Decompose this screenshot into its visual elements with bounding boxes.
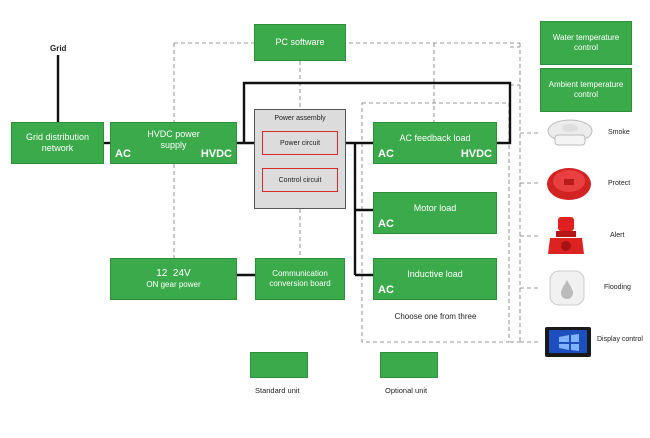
control-circuit-box: Control circuit (262, 168, 338, 192)
comm-board-box: Communication conversion board (255, 258, 345, 300)
pc-software-box: PC software (254, 24, 346, 61)
power-assembly-title: Power assembly (274, 115, 326, 122)
ac-feedback-title: AC feedback load (399, 133, 471, 143)
comm-board-label: Communication conversion board (269, 269, 331, 288)
hvdc-supply-title: HVDC power supply (147, 129, 200, 150)
power-circuit-box: Power circuit (262, 131, 338, 155)
pc-software-label: PC software (275, 37, 325, 48)
inductive-load-box: Inductive load AC (373, 258, 497, 300)
ambient-temp-box: Ambient temperature control (540, 68, 632, 112)
motor-load-box: Motor load AC (373, 192, 497, 234)
protect-label: Protect (608, 180, 631, 187)
gear-power-box: 12 24V ON gear power (110, 258, 237, 300)
gear-power-line2: ON gear power (146, 280, 201, 290)
ac-feedback-load-box: AC feedback load AC HVDC (373, 122, 497, 164)
legend-optional-label: Optional unit (385, 386, 428, 395)
display-panel-icon (545, 327, 591, 357)
hvdc-supply-ac: AC (115, 147, 131, 160)
grid-distribution-label: Grid distribution network (25, 132, 90, 153)
smoke-detector-icon (547, 119, 593, 146)
hvdc-supply-hvdc: HVDC (200, 147, 232, 160)
flooding-label: Flooding (604, 284, 631, 291)
hvdc-power-supply-box: HVDC power supply AC HVDC (110, 122, 237, 164)
grid-label: Grid (50, 44, 67, 53)
smoke-label: Smoke (608, 129, 630, 136)
power-assembly-box: Power assembly (254, 109, 346, 209)
alert-label: Alert (610, 232, 625, 239)
legend-standard-swatch (250, 352, 308, 378)
legend-standard-label: Standard unit (255, 386, 300, 395)
protect-button-icon (547, 168, 591, 200)
inductive-load-ac: AC (378, 283, 394, 296)
legend-optional-swatch (380, 352, 438, 378)
choose-one-label: Choose one from three (394, 312, 477, 321)
gear-power-line1: 12 24V (156, 268, 191, 280)
motor-load-ac: AC (378, 217, 394, 230)
ac-feedback-ac: AC (378, 147, 394, 160)
alert-siren-icon (548, 217, 584, 254)
display-control-label: Display control (597, 336, 643, 343)
flooding-sensor-icon (549, 270, 585, 306)
motor-load-title: Motor load (413, 203, 457, 213)
water-temp-box: Water temperature control (540, 21, 632, 65)
water-temp-label: Water temperature control (552, 33, 620, 52)
ac-feedback-hvdc: HVDC (460, 147, 492, 160)
inductive-load-title: Inductive load (407, 269, 463, 279)
ambient-temp-label: Ambient temperature control (548, 80, 624, 99)
grid-distribution-box: Grid distribution network (11, 122, 104, 164)
